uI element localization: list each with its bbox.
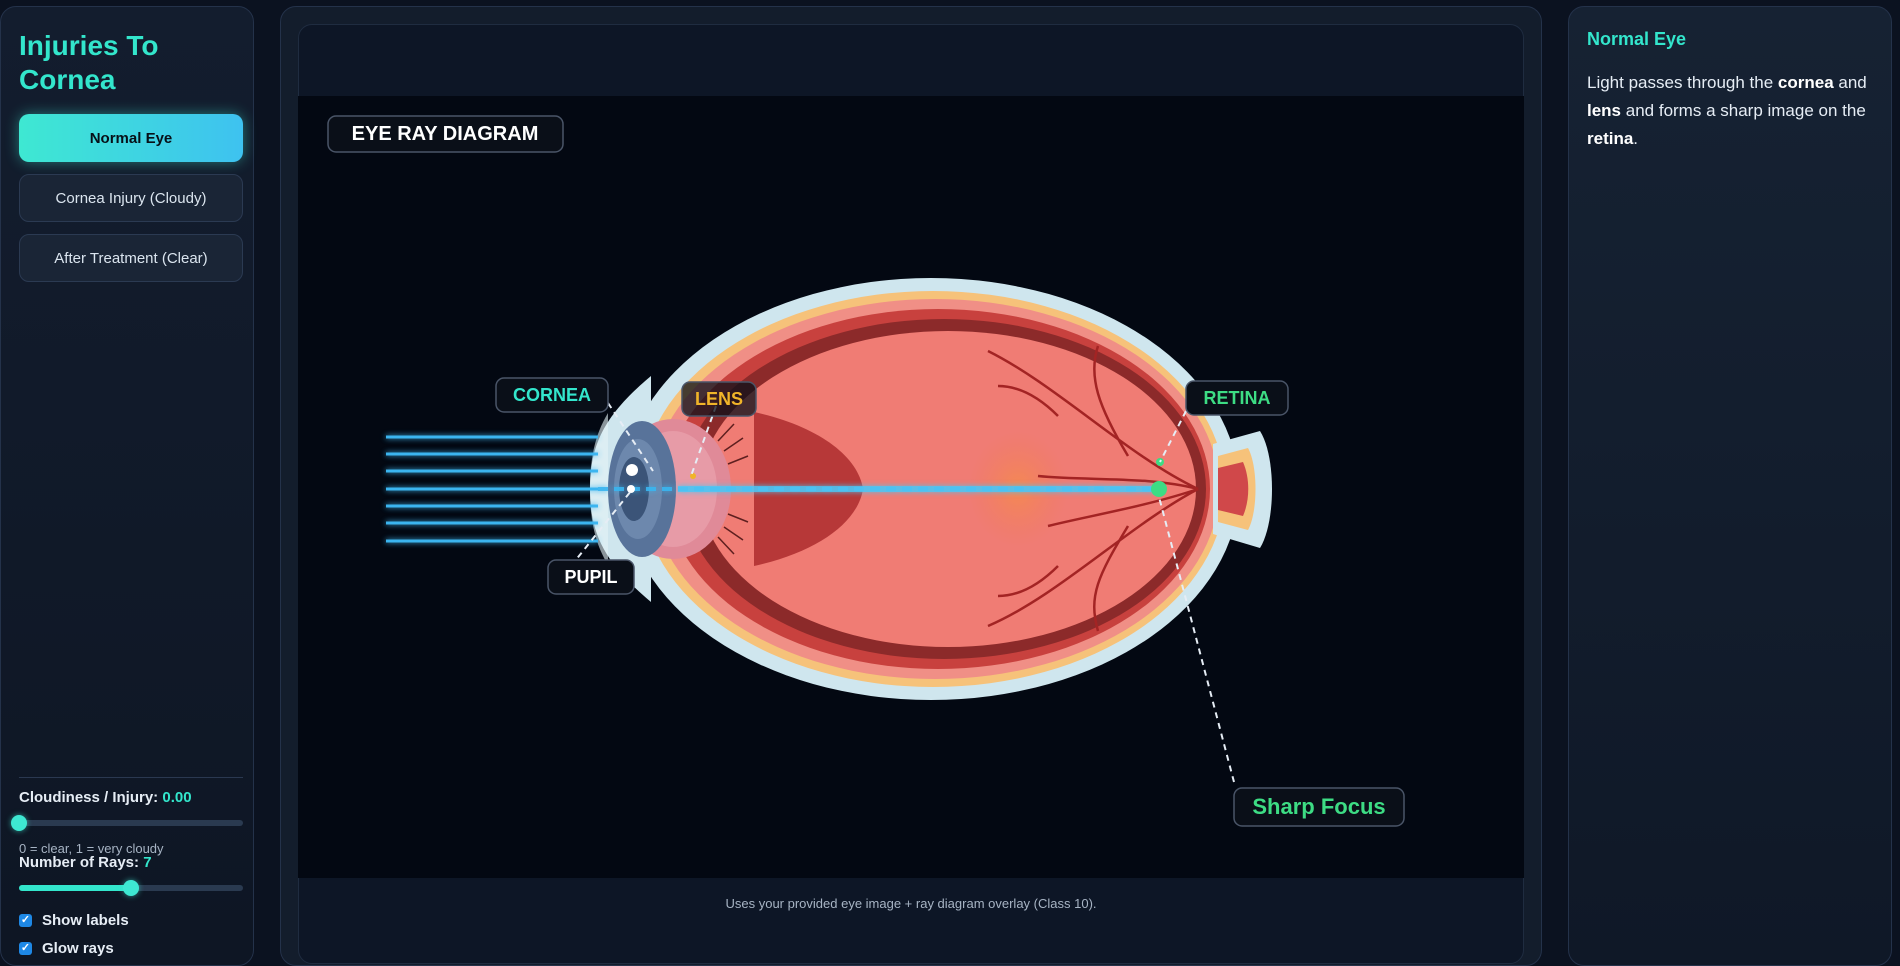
- lens-label: LENS: [695, 389, 743, 409]
- cornea-label: CORNEA: [513, 385, 591, 405]
- eye-front: [590, 376, 749, 602]
- sharp-focus-label: Sharp Focus: [1252, 794, 1385, 819]
- eye-diagram-svg: EYE RAY DIAGRAM CORNEA LENS PUPIL RETINA…: [327, 115, 1405, 827]
- focus-label-box: [1233, 787, 1405, 827]
- cornea-label-box: [495, 377, 609, 413]
- pupil-marker: [627, 485, 635, 493]
- rays-slider-thumb[interactable]: [123, 880, 139, 896]
- light-rays: [386, 435, 1158, 543]
- focus-point: [1151, 481, 1167, 497]
- info-text-part: .: [1633, 129, 1639, 148]
- cloudiness-hint: 0 = clear, 1 = very cloudy: [19, 841, 164, 856]
- info-title: Normal Eye: [1587, 29, 1687, 49]
- lens-label-box: [681, 381, 757, 417]
- info-term-cornea: cornea: [1777, 73, 1834, 92]
- lens-marker: [690, 473, 696, 479]
- info-description: Light passes through the cornea and lens…: [1587, 69, 1877, 153]
- diagram-caption: Uses your provided eye image + ray diagr…: [725, 896, 1097, 911]
- info-panel: Normal Eye Light passes through the corn…: [1568, 6, 1892, 966]
- pupil-label: PUPIL: [564, 567, 617, 587]
- cornea-injury-button[interactable]: Cornea Injury (Cloudy): [19, 174, 243, 222]
- cloudiness-label: Cloudiness / Injury: 0.00: [19, 789, 192, 806]
- label-badges: EYE RAY DIAGRAM CORNEA LENS PUPIL RETINA…: [327, 115, 1405, 827]
- info-term-retina: retina: [1587, 129, 1634, 148]
- info-term-lens: lens: [1587, 101, 1622, 120]
- optic-nerve: [1213, 431, 1272, 548]
- normal-eye-button[interactable]: Normal Eye: [19, 114, 243, 162]
- info-text-part: and forms a sharp image on the: [1621, 101, 1866, 120]
- cloudiness-label-text: Cloudiness / Injury:: [19, 789, 159, 806]
- pupil-label-box: [547, 559, 635, 595]
- checkbox-checked-icon[interactable]: ✓: [19, 914, 32, 927]
- diagram-badge-box: [327, 115, 564, 153]
- rays-value: 7: [143, 854, 152, 871]
- show-labels-checkbox[interactable]: ✓ Show labels: [19, 912, 129, 929]
- sidebar-divider: [19, 777, 243, 778]
- label-leaders: [570, 402, 1235, 783]
- rays-slider[interactable]: [19, 880, 243, 896]
- after-treatment-button[interactable]: After Treatment (Clear): [19, 234, 243, 282]
- eye-ray-diagram-canvas: EYE RAY DIAGRAM CORNEA LENS PUPIL RETINA…: [298, 96, 1524, 878]
- rays-label: Number of Rays: 7: [19, 854, 152, 871]
- glow-rays-checkbox[interactable]: ✓ Glow rays: [19, 940, 114, 957]
- rays-slider-fill: [19, 885, 131, 891]
- blood-vessels: [987, 345, 1199, 632]
- retina-label-box: [1185, 380, 1289, 416]
- glow-rays-text: Glow rays: [42, 940, 114, 957]
- info-text-part: Light passes through the: [1587, 73, 1778, 92]
- show-labels-text: Show labels: [42, 912, 129, 929]
- app-title: Injuries To Cornea: [19, 30, 159, 95]
- retina-label: RETINA: [1204, 388, 1271, 408]
- checkbox-checked-icon[interactable]: ✓: [19, 942, 32, 955]
- info-text-part: and: [1833, 73, 1867, 92]
- cloudiness-slider-thumb[interactable]: [11, 815, 27, 831]
- cloudiness-value: 0.00: [162, 789, 192, 806]
- diagram-badge: EYE RAY DIAGRAM: [352, 123, 539, 145]
- cloudiness-slider[interactable]: [11, 815, 243, 831]
- rays-label-text: Number of Rays:: [19, 854, 140, 871]
- control-sidebar: Injuries To Cornea Normal Eye Cornea Inj…: [0, 6, 254, 966]
